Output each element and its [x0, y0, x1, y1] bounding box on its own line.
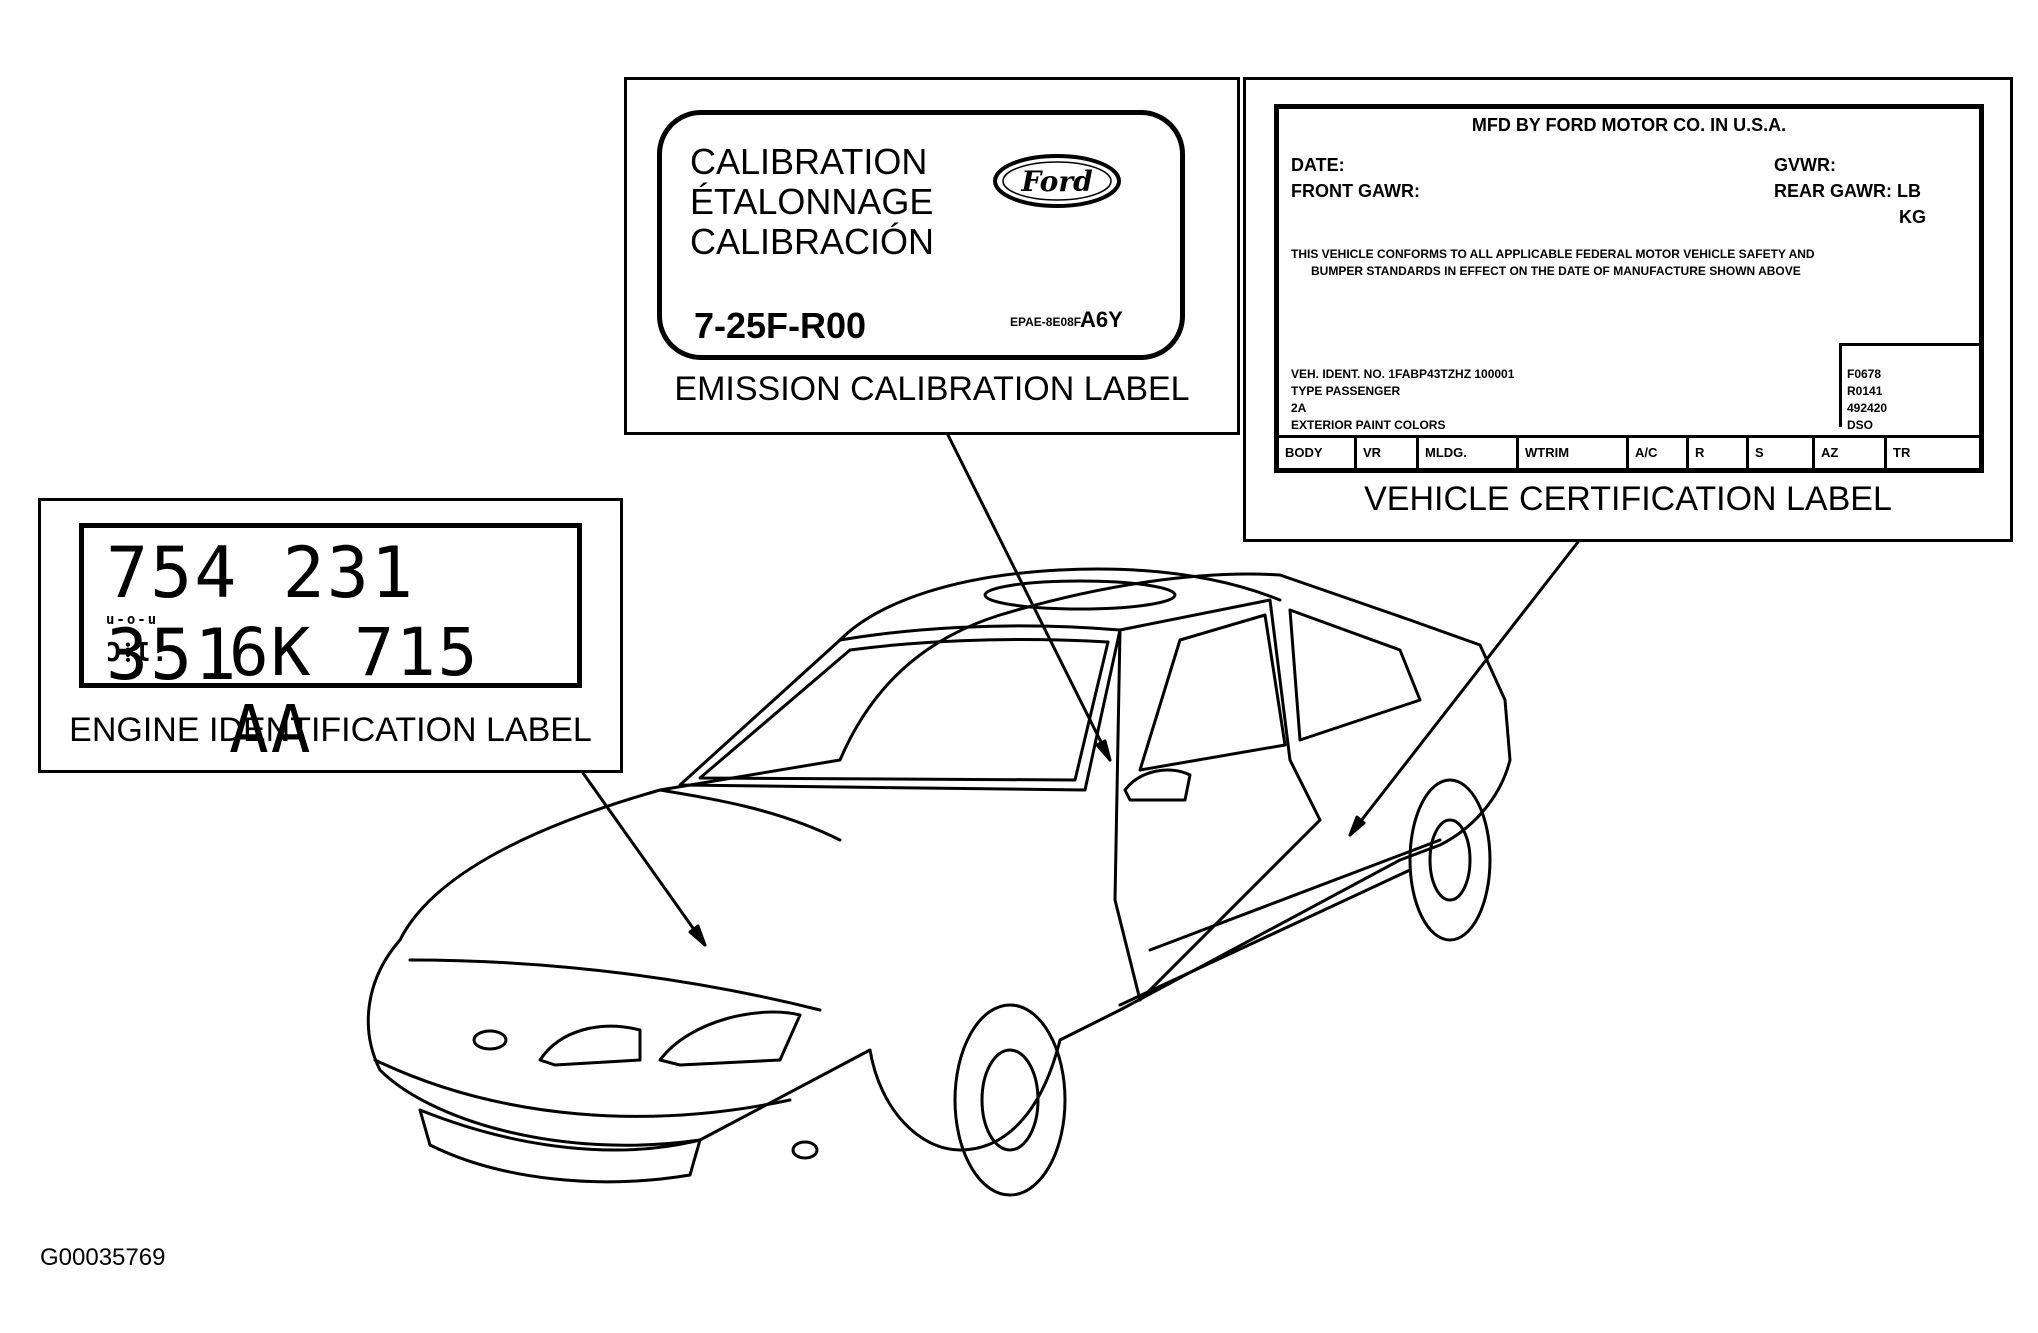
windshield-inner: [698, 638, 1110, 782]
headlamp-left: [538, 1024, 642, 1067]
side-molding: [1148, 838, 1442, 952]
grille: [418, 1108, 702, 1184]
ford-logo-icon: Ford: [993, 154, 1121, 208]
right-code-3: 492420: [1847, 401, 1888, 415]
side-window: [1138, 613, 1287, 772]
car-body-outline: [366, 572, 1512, 1152]
ford-logo-text: Ford: [1020, 165, 1092, 198]
rear-window: [1288, 608, 1422, 742]
front-gawr-field: FRONT GAWR:: [1291, 181, 1420, 201]
engine-serial-line1: 754 231 351: [106, 532, 416, 696]
engine-leader-line: [581, 771, 707, 947]
epa-suffix: A6Y: [1080, 307, 1123, 332]
hood-line: [408, 958, 822, 1012]
right-code-4: DSO: [1847, 418, 1874, 432]
vin-line: VEH. IDENT. NO. 1FABP43TZHZ 100001: [1291, 367, 1515, 381]
right-code-2: R0141: [1847, 384, 1883, 398]
calibration-english: CALIBRATION: [690, 141, 928, 182]
engine-label-plate: 754 231 351 u-o-u Ͻ⁞Ɩ. 6K 715 AA: [79, 523, 582, 768]
emblem: [472, 1029, 508, 1051]
cell-ac: A/C: [1626, 438, 1686, 469]
door-outline: [1113, 598, 1322, 1002]
figure-id: G00035769: [40, 1244, 166, 1271]
cell-mldg: MLDG.: [1416, 438, 1516, 469]
conformance-line1: THIS VEHICLE CONFORMS TO ALL APPLICABLE …: [1291, 247, 1815, 261]
manufacturer-line: MFD BY FORD MOTOR CO. IN U.S.A.: [1471, 115, 1787, 135]
bumper: [373, 1058, 792, 1118]
calibration-french: ÉTALONNAGE: [690, 181, 934, 222]
roof-line: [838, 567, 1282, 642]
cell-wtrim: WTRIM: [1516, 438, 1626, 469]
rear-gawr-field: REAR GAWR: LB: [1774, 181, 1921, 201]
rear-wheel: [1408, 778, 1492, 942]
vehicle-label-plate: MFD BY FORD MOTOR CO. IN U.S.A. DATE: FR…: [1274, 104, 1984, 473]
front-hub: [980, 1048, 1040, 1152]
fog-lamp: [791, 1140, 819, 1160]
epa-code: EPAE-8E08F: [1010, 315, 1082, 329]
vehicle-arrowhead: [1348, 815, 1366, 837]
conformance-line2: BUMPER STANDARDS IN EFFECT ON THE DATE O…: [1311, 264, 1801, 278]
headlamp-right: [658, 1010, 802, 1067]
gvwr-field: GVWR:: [1774, 155, 1836, 175]
vehicle-leader-line: [1348, 540, 1580, 837]
front-wheel: [953, 1003, 1067, 1197]
cell-vr: VR: [1354, 438, 1416, 469]
emission-arrowhead: [1095, 739, 1112, 762]
emission-label-caption: EMISSION CALIBRATION LABEL: [674, 370, 1190, 408]
cell-r: R: [1686, 438, 1746, 469]
emission-leader-line: [946, 433, 1112, 762]
rocker-line: [1118, 868, 1412, 1007]
mirror: [1123, 768, 1192, 802]
cell-body: BODY: [1276, 438, 1354, 469]
engine-arrowhead: [688, 924, 707, 947]
vehicle-label-box: MFD BY FORD MOTOR CO. IN U.S.A. DATE: FR…: [1243, 77, 2013, 542]
emission-label-plate: CALIBRATION ÉTALONNAGE CALIBRACIÓN Ford …: [657, 110, 1185, 360]
right-code-box: [1839, 343, 1980, 427]
engine-label-box: 754 231 351 u-o-u Ͻ⁞Ɩ. 6K 715 AA ENGINE …: [38, 498, 623, 773]
kg-unit: KG: [1899, 207, 1926, 227]
exterior-paint-line: EXTERIOR PAINT COLORS: [1291, 418, 1446, 432]
date-field: DATE:: [1291, 155, 1345, 175]
vehicle-label-caption: VEHICLE CERTIFICATION LABEL: [1364, 480, 1892, 518]
engine-small-code1: u-o-u: [106, 612, 159, 628]
sunroof: [983, 579, 1177, 611]
cell-az: AZ: [1812, 438, 1884, 469]
emission-label-box: CALIBRATION ÉTALONNAGE CALIBRACIÓN Ford …: [624, 77, 1240, 435]
rear-hub: [1428, 818, 1472, 902]
hood-edge: [658, 788, 842, 842]
code-2a: 2A: [1291, 401, 1307, 415]
cell-tr: TR: [1884, 438, 1979, 469]
calibration-code: 7-25F-R00: [694, 305, 867, 346]
code-cell-row: BODY VR MLDG. WTRIM A/C R S AZ TR: [1276, 435, 1979, 469]
cell-s: S: [1746, 438, 1812, 469]
calibration-spanish: CALIBRACIÓN: [690, 221, 935, 262]
windshield: [678, 624, 1122, 792]
right-code-1: F0678: [1847, 367, 1882, 381]
engine-serial-line2: 6K 715 AA: [229, 614, 480, 768]
engine-label-caption: ENGINE IDENTIFICATION LABEL: [69, 711, 592, 749]
engine-small-code2: Ͻ⁞Ɩ.: [106, 638, 170, 668]
type-line: TYPE PASSENGER: [1291, 384, 1401, 398]
